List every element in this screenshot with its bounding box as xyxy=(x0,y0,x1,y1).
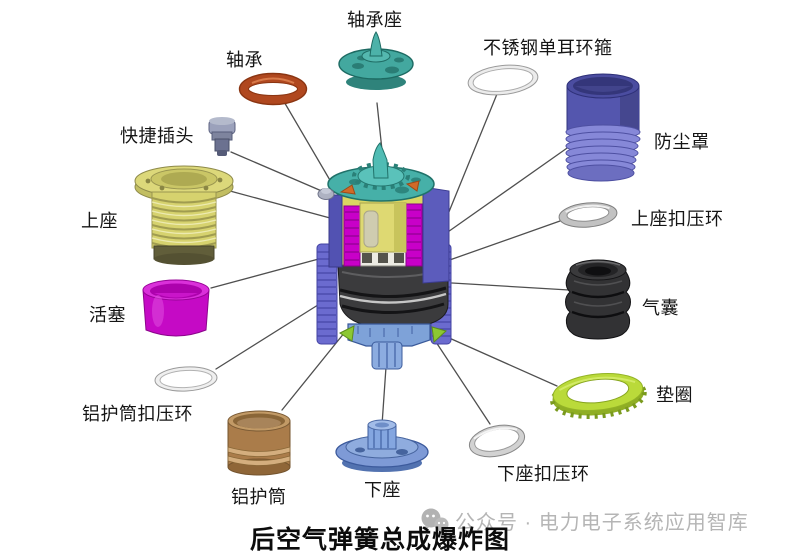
watermark: 公众号 · 电力电子系统应用智库 xyxy=(420,506,749,535)
label-bearing-seat: 轴承座 xyxy=(347,10,403,30)
alu-sleeve-part xyxy=(227,410,291,476)
label-stainless-clamp: 不锈钢单耳环箍 xyxy=(483,38,613,58)
bearing-part xyxy=(238,72,308,106)
air-bag-part xyxy=(565,259,631,340)
label-quick-connector: 快捷插头 xyxy=(120,126,194,146)
label-alu-crimp-ring: 铝护筒扣压环 xyxy=(82,404,193,424)
alu-sleeve-crimp-ring-part xyxy=(154,366,218,392)
label-bearing: 轴承 xyxy=(226,50,263,70)
label-upper-seat: 上座 xyxy=(81,211,118,231)
bearing-seat-part xyxy=(338,31,414,90)
upper-seat-crimp-ring-part xyxy=(558,202,618,228)
lower-seat-part xyxy=(335,419,429,472)
label-washer: 垫圈 xyxy=(656,385,693,405)
label-upper-crimp-ring: 上座扣压环 xyxy=(631,209,724,229)
watermark-text: 公众号 · 电力电子系统应用智库 xyxy=(455,512,749,534)
lower-seat-crimp-ring-part xyxy=(468,424,526,458)
wechat-icon xyxy=(421,508,449,533)
label-air-bag: 气囊 xyxy=(642,298,679,318)
upper-seat-part xyxy=(134,165,234,265)
label-lower-crimp-ring: 下座扣压环 xyxy=(497,464,590,484)
stainless-single-ear-clamp-part xyxy=(467,64,539,96)
dust-cover-part xyxy=(565,73,641,182)
piston-part xyxy=(142,279,210,337)
quick-connector-part xyxy=(208,117,236,156)
label-piston: 活塞 xyxy=(89,305,126,325)
label-alu-sleeve: 铝护筒 xyxy=(231,487,287,507)
label-dust-cover: 防尘罩 xyxy=(654,132,710,152)
washer-part xyxy=(550,372,647,419)
page-title: 后空气弹簧总成爆炸图 xyxy=(250,526,511,554)
leader-lines xyxy=(210,93,571,426)
label-lower-seat: 下座 xyxy=(364,480,401,500)
central-assembly-part xyxy=(316,142,452,370)
